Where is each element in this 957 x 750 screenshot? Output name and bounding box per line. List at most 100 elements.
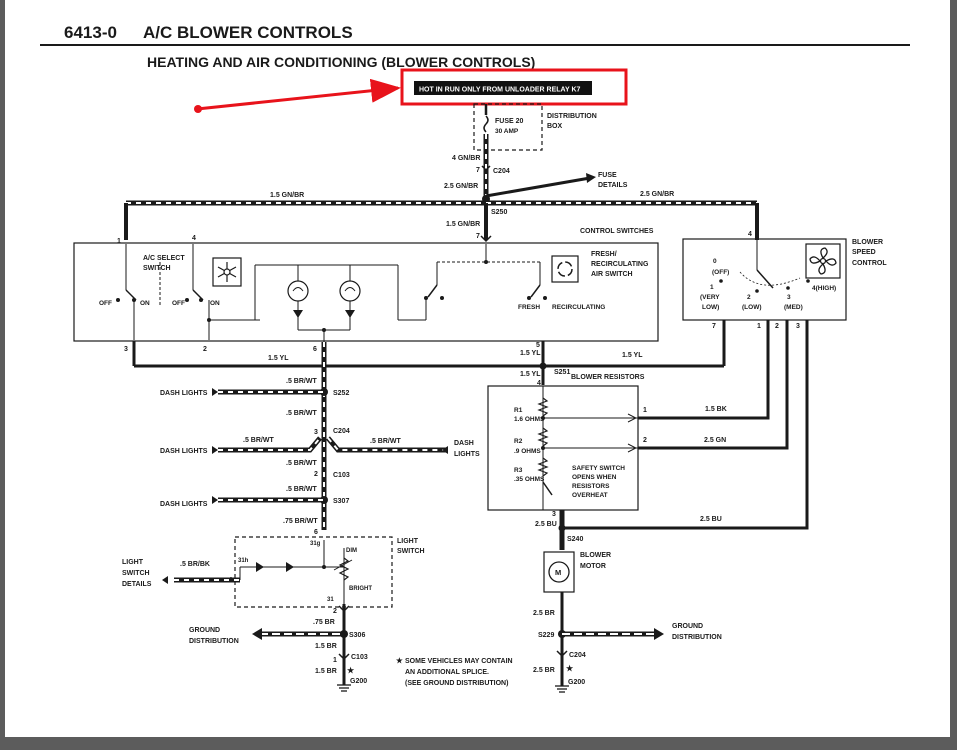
pin-label: 2 xyxy=(203,346,207,353)
speed-label: 0 xyxy=(713,258,717,265)
wire-label: 1.5 GN/BR xyxy=(446,221,480,228)
frame-bottom xyxy=(0,737,957,750)
footnote-line: SOME VEHICLES MAY CONTAIN xyxy=(405,658,513,665)
wire-label: .5 BR/WT xyxy=(370,438,401,445)
splice-dot xyxy=(322,565,326,569)
dash-lights-row-2: DASH LIGHTS .5 BR/WT .5 BR/WT DASH LIGHT… xyxy=(160,428,480,458)
control-switches-label: CONTROL SWITCHES xyxy=(580,228,654,235)
wire-label: 1.5 YL xyxy=(520,350,541,357)
speed-contact xyxy=(755,289,759,293)
pin-mark xyxy=(480,235,492,243)
fresh-recirc-label: RECIRCULATING xyxy=(591,261,649,268)
wire-label: 1.5 BR xyxy=(315,668,337,675)
connector-label: S252 xyxy=(333,390,349,397)
fresh-label: FRESH xyxy=(518,304,540,311)
connector-label: C204 xyxy=(333,428,350,435)
connector-label: C204 xyxy=(493,168,510,175)
control-switches-box xyxy=(73,242,659,342)
pin-label: 6 xyxy=(314,529,318,536)
callout-arrow xyxy=(196,78,401,111)
connector-label: S229 xyxy=(538,632,554,639)
fuse-symbol xyxy=(483,115,489,133)
pin-label: 1 xyxy=(757,323,761,330)
connector-label: S250 xyxy=(491,209,507,216)
arrow-icon xyxy=(212,388,218,396)
pin-label: 7 xyxy=(476,233,480,240)
fan-icon-box xyxy=(805,243,841,279)
ground-distribution-label: DISTRIBUTION xyxy=(672,634,722,641)
doc-title: A/C BLOWER CONTROLS xyxy=(143,23,353,42)
resistor-r2-icon xyxy=(537,427,549,447)
ground-distribution-label: GROUND xyxy=(189,627,220,634)
arrow-icon xyxy=(627,443,638,453)
pin-label: 1 xyxy=(117,238,121,245)
rheostat-icon xyxy=(338,557,350,581)
speed-label: (LOW) xyxy=(742,304,762,311)
lamp-filament xyxy=(292,287,304,292)
wire-label: 1.5 YL xyxy=(268,355,289,362)
fresh-blade xyxy=(427,284,438,298)
connector-label: S240 xyxy=(567,536,583,543)
wire-label: 1.5 YL xyxy=(622,352,643,359)
fuse-box xyxy=(473,103,543,151)
light-switch-label: LIGHT xyxy=(397,538,419,545)
connector-label: S306 xyxy=(349,632,365,639)
arrow-icon xyxy=(212,446,218,454)
frame-left xyxy=(0,0,5,750)
callout-box xyxy=(400,68,628,106)
rheostat-arrow xyxy=(333,559,353,571)
recirc-blade xyxy=(530,284,541,298)
motor-icon xyxy=(548,561,570,583)
blower-motor-label: BLOWER xyxy=(580,552,611,559)
speed-wiper xyxy=(756,269,774,289)
footnote-star: ★ xyxy=(396,656,404,665)
star-marker: ★ xyxy=(347,666,355,675)
dash-lights-label: LIGHTS xyxy=(454,451,480,458)
pin-mark xyxy=(338,605,350,613)
speed-label: 2 xyxy=(747,294,751,301)
bk-wire xyxy=(638,320,770,420)
pin-label: 3 xyxy=(796,323,800,330)
diagram-title: HEATING AND AIR CONDITIONING (BLOWER CON… xyxy=(147,54,535,70)
br-wt-wire-stripe xyxy=(218,437,321,451)
pin-label: 7 xyxy=(712,323,716,330)
wire-label: 2.5 BR xyxy=(533,610,555,617)
resistor-value: .9 OHMS xyxy=(514,448,541,455)
br-wt-wire xyxy=(326,436,448,453)
pin-label: 3 xyxy=(314,429,318,436)
resistor-label: R1 xyxy=(514,407,523,414)
fuse-name: FUSE 20 xyxy=(495,118,524,125)
box-label: BOX xyxy=(547,123,563,130)
lamp-filament xyxy=(344,287,356,292)
gn-wire xyxy=(638,320,789,450)
switch-contact xyxy=(543,296,547,300)
connector-label: C103 xyxy=(333,472,350,479)
speed-label: (MED) xyxy=(784,304,803,311)
switch-contact xyxy=(199,298,203,302)
wire-label: 2.5 GN xyxy=(704,437,726,444)
dash-lights-label: DASH LIGHTS xyxy=(160,501,208,508)
blower-speed-control-box xyxy=(682,238,847,321)
blower-resistors-label: BLOWER RESISTORS xyxy=(571,374,645,381)
wire-label: .5 BR/WT xyxy=(286,410,317,417)
blower-speed-label: CONTROL xyxy=(852,260,887,267)
callout-text: HOT IN RUN ONLY FROM UNLOADER RELAY K7 xyxy=(419,87,581,94)
arrow-icon xyxy=(252,628,262,640)
recirculation-icon xyxy=(557,261,573,277)
speed-arc xyxy=(739,271,801,286)
ground-distribution-label: DISTRIBUTION xyxy=(189,638,239,645)
ls-dim-label: DIM xyxy=(346,548,357,554)
arrow-icon xyxy=(162,576,168,584)
ground-icon xyxy=(555,685,569,693)
ground-icon xyxy=(337,684,351,692)
dash-lights-label: DASH LIGHTS xyxy=(160,390,208,397)
recirculation-icon-box xyxy=(551,255,579,283)
wire-label: .75 BR/WT xyxy=(283,518,318,525)
arrow-icon xyxy=(627,413,638,423)
wire-label: 2.5 BU xyxy=(535,521,557,528)
blower-motor-box xyxy=(543,551,575,593)
switch-contact xyxy=(527,296,531,300)
pin-label: 2 xyxy=(314,471,318,478)
wire-label: 2.5 BR xyxy=(533,667,555,674)
